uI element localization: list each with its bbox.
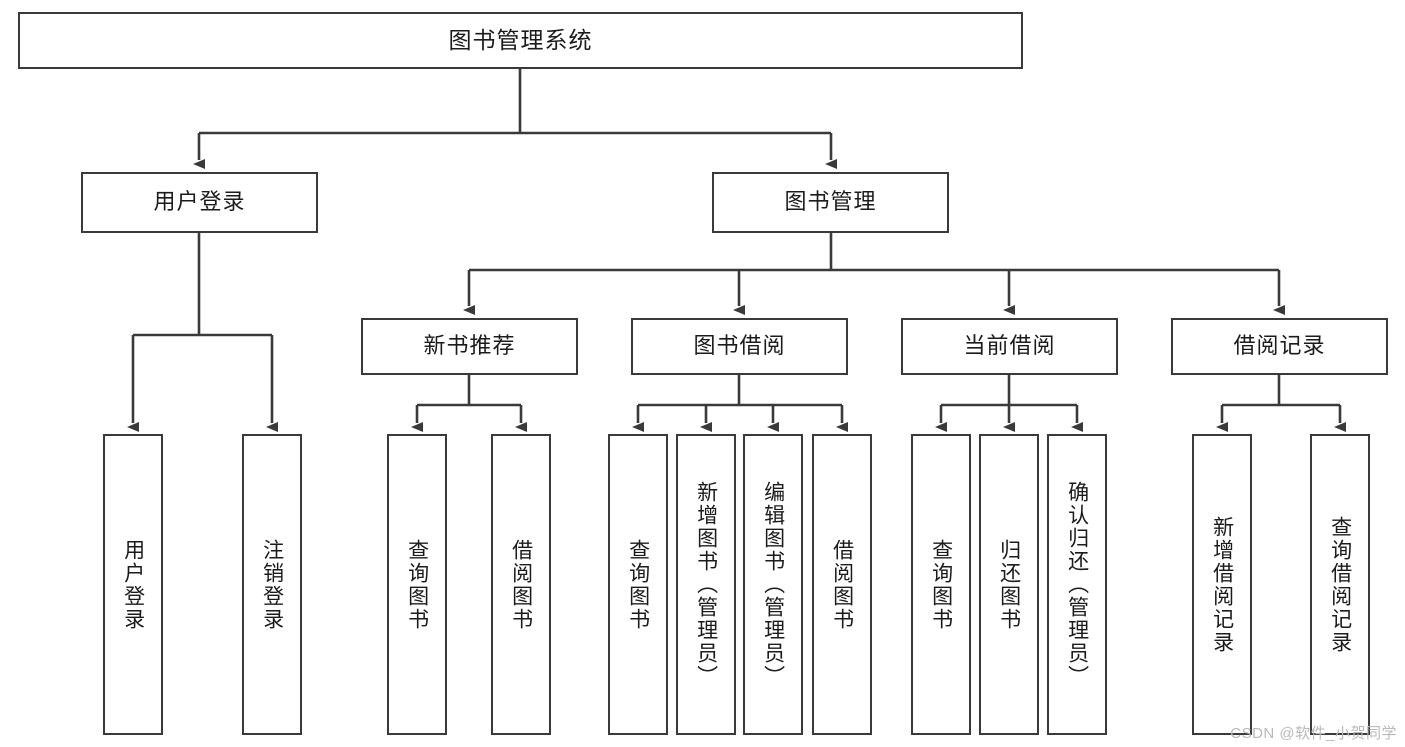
node-book-borrow[interactable]: 图书借阅 xyxy=(631,318,848,375)
node-label: 图书管理 xyxy=(784,189,877,215)
node-leaf-add-book[interactable]: 新增图书（管理员） xyxy=(676,434,736,735)
node-label: 借阅记录 xyxy=(1233,333,1326,359)
node-label: 用户登录 xyxy=(153,189,246,215)
node-book-management[interactable]: 图书管理 xyxy=(712,172,949,233)
node-label: 借阅图书 xyxy=(830,538,854,631)
node-leaf-query-book-1[interactable]: 查询图书 xyxy=(387,434,447,735)
node-label: 查询图书 xyxy=(405,538,429,631)
node-root-system[interactable]: 图书管理系统 xyxy=(18,12,1023,69)
node-user-login[interactable]: 用户登录 xyxy=(81,172,318,233)
node-leaf-borrow-book-2[interactable]: 借阅图书 xyxy=(812,434,872,735)
node-leaf-query-book-2[interactable]: 查询图书 xyxy=(608,434,668,735)
node-label: 新增图书（管理员） xyxy=(694,481,718,688)
node-label: 图书借阅 xyxy=(693,333,786,359)
node-leaf-query-record[interactable]: 查询借阅记录 xyxy=(1310,434,1370,735)
node-borrow-record[interactable]: 借阅记录 xyxy=(1171,318,1388,375)
node-label: 用户登录 xyxy=(121,538,145,631)
node-leaf-add-record[interactable]: 新增借阅记录 xyxy=(1192,434,1252,735)
node-leaf-logout-login[interactable]: 注销登录 xyxy=(242,434,302,735)
node-label: 新增借阅记录 xyxy=(1210,515,1234,654)
node-leaf-edit-book[interactable]: 编辑图书（管理员） xyxy=(743,434,803,735)
node-label: 图书管理系统 xyxy=(448,26,593,53)
node-label: 查询借阅记录 xyxy=(1328,515,1352,654)
node-leaf-user-login[interactable]: 用户登录 xyxy=(103,434,163,735)
node-label: 归还图书 xyxy=(997,538,1021,631)
node-label: 借阅图书 xyxy=(509,538,533,631)
node-leaf-confirm-return[interactable]: 确认归还（管理员） xyxy=(1047,434,1107,735)
node-label: 确认归还（管理员） xyxy=(1065,481,1089,688)
node-current-borrow[interactable]: 当前借阅 xyxy=(901,318,1118,375)
node-label: 查询图书 xyxy=(929,538,953,631)
node-leaf-borrow-book-1[interactable]: 借阅图书 xyxy=(491,434,551,735)
node-leaf-return-book[interactable]: 归还图书 xyxy=(979,434,1039,735)
node-label: 新书推荐 xyxy=(423,333,516,359)
node-leaf-query-book-3[interactable]: 查询图书 xyxy=(911,434,971,735)
node-label: 编辑图书（管理员） xyxy=(761,481,785,688)
node-label: 当前借阅 xyxy=(963,333,1056,359)
watermark-csdn: CSDN @软件_小贺同学 xyxy=(1230,725,1397,742)
node-label: 注销登录 xyxy=(260,538,284,631)
node-label: 查询图书 xyxy=(626,538,650,631)
node-new-book-recommend[interactable]: 新书推荐 xyxy=(361,318,578,375)
